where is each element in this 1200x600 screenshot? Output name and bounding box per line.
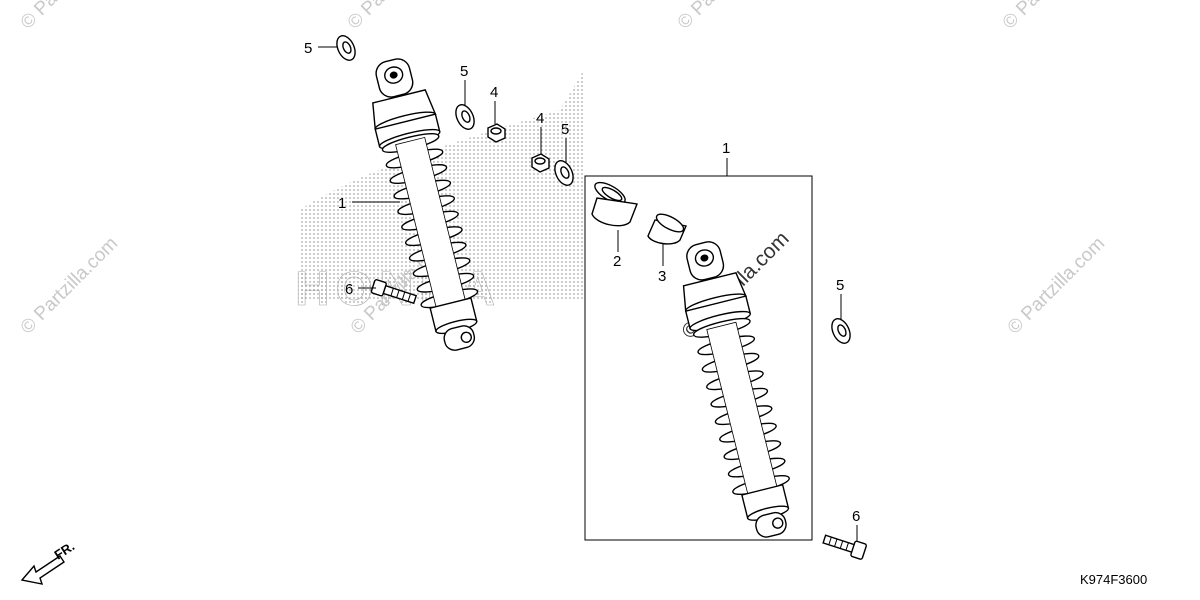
left-shock-absorber — [372, 58, 479, 351]
bolt-parts — [370, 279, 867, 560]
collar-part-3 — [647, 213, 687, 245]
callout-1: 1 — [338, 195, 346, 212]
callout-labels: 5 5 4 4 5 1 6 1 2 3 5 6 — [304, 40, 860, 525]
callout-5: 5 — [561, 121, 569, 138]
callout-6: 6 — [852, 508, 860, 525]
nut-parts — [487, 123, 550, 173]
callout-5: 5 — [836, 277, 844, 294]
watermark-text: © Partzilla.com — [17, 0, 122, 34]
callout-4: 4 — [536, 110, 544, 127]
callout-5: 5 — [304, 40, 312, 57]
front-direction-arrow: FR. — [20, 539, 77, 585]
bushing-part-2 — [591, 181, 638, 227]
watermark-text: © Partzilla.com — [1004, 233, 1109, 338]
washer-parts — [336, 35, 851, 344]
callout-3: 3 — [658, 268, 666, 285]
callout-1: 1 — [722, 140, 730, 157]
watermark-text: © Partzilla.com — [17, 233, 122, 338]
assembly-box — [584, 175, 813, 541]
right-shock-absorber — [682, 241, 790, 538]
watermark-text: © Partzilla.com — [674, 0, 779, 34]
callout-5: 5 — [460, 63, 468, 80]
callout-6: 6 — [345, 281, 353, 298]
callout-2: 2 — [613, 253, 621, 270]
callout-4: 4 — [490, 84, 498, 101]
drawing-code: K974F3600 — [1080, 572, 1147, 587]
right-spring-coils — [692, 317, 790, 497]
watermark-text: © Partzilla.com — [999, 0, 1104, 34]
watermark-text: © Partzilla.com — [344, 0, 449, 34]
leader-lines — [318, 46, 858, 542]
